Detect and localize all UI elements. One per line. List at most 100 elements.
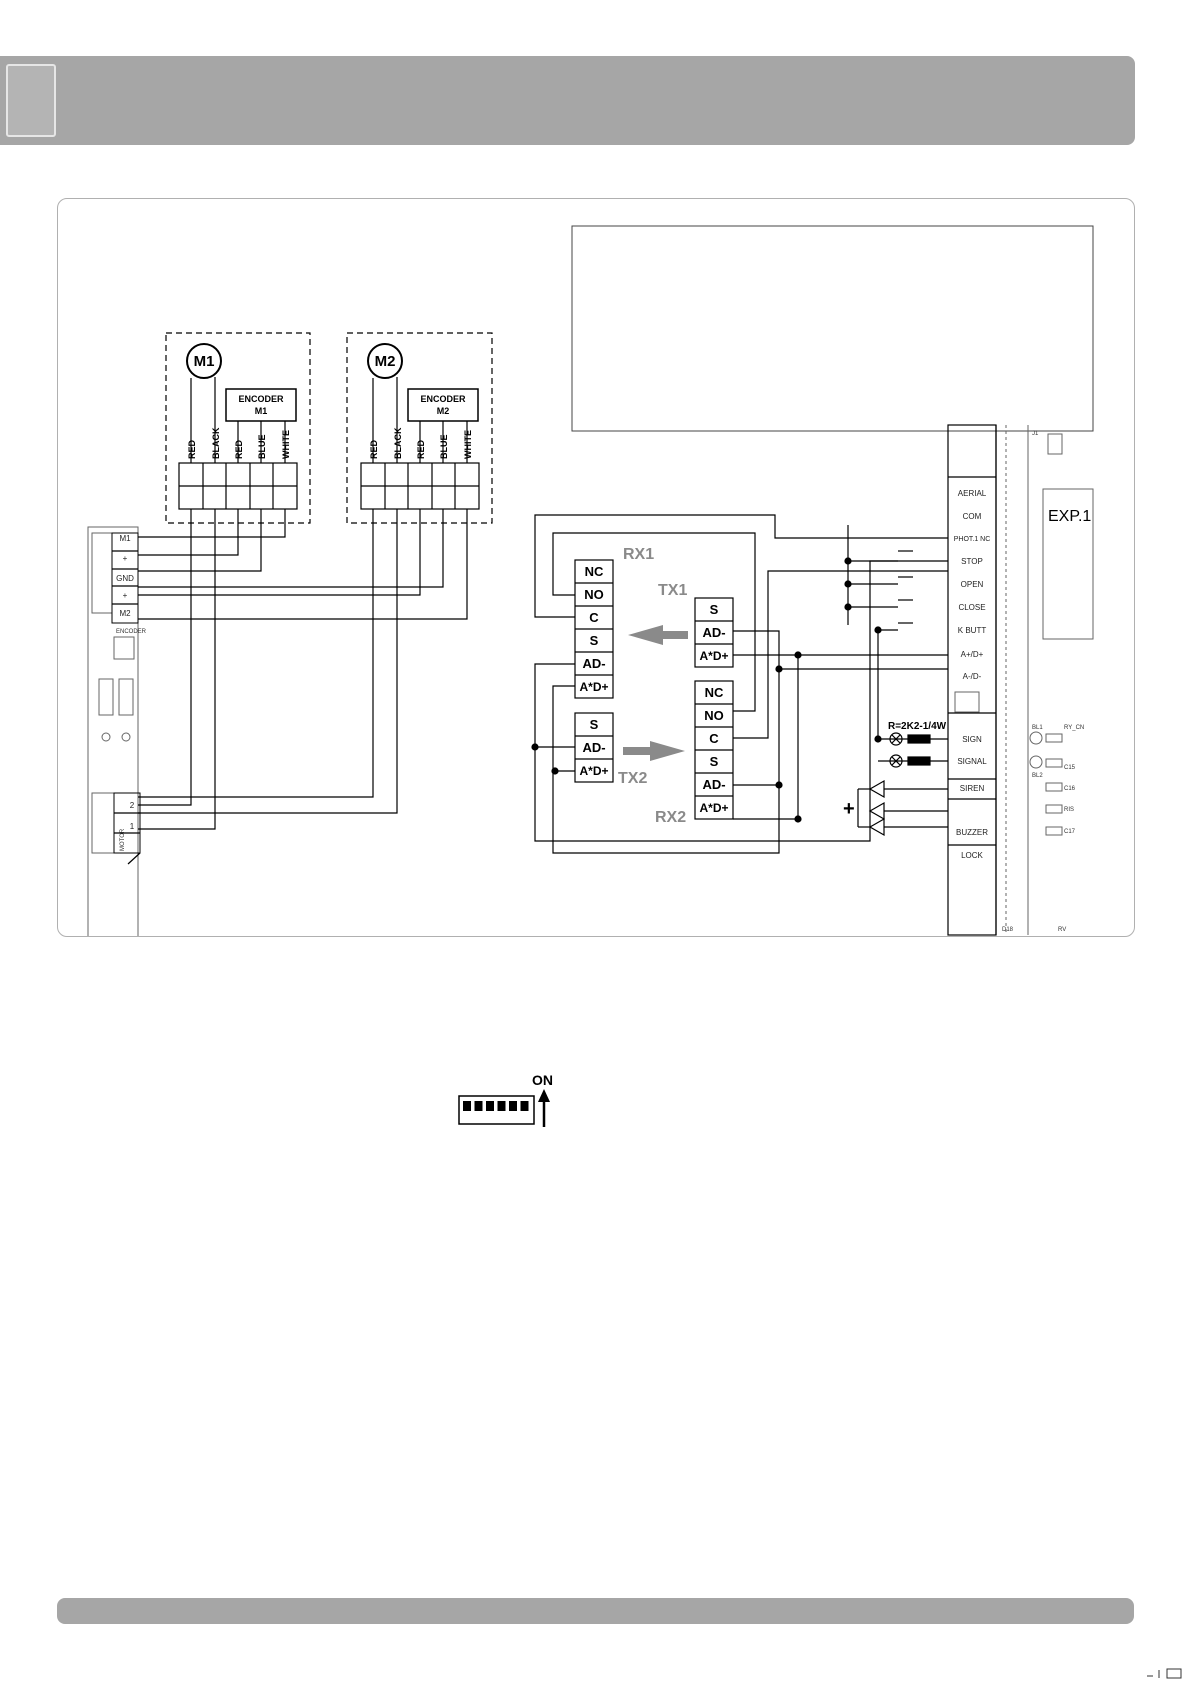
tx1-pin-ad-minus: AD- (702, 625, 725, 640)
tx1-block (694, 597, 734, 668)
dip-switch-lever (486, 1101, 494, 1111)
dip-switch-lever (520, 1101, 529, 1111)
m1-wire-red: RED (187, 439, 197, 459)
tx1-label: TX1 (658, 582, 687, 599)
dip-switch-lever (474, 1101, 483, 1111)
left-terminal-m2: M2 (119, 609, 131, 618)
beam-arrow-tx1 (628, 625, 688, 645)
left-board-strip (87, 526, 139, 936)
motor-m2-box (346, 332, 493, 524)
label-c17: C17 (1064, 829, 1076, 835)
encoder-m2-title: ENCODER (420, 394, 466, 404)
tx2-pin-s: S (590, 717, 599, 732)
rx2-pin-ad-minus: AD- (702, 777, 725, 792)
left-motor-pin-1: 1 (130, 822, 135, 831)
flashing-light-icon (954, 691, 980, 713)
footer-bar (57, 1598, 1134, 1624)
label-j1: J1 (1032, 431, 1039, 437)
terminal-k-butt: K BUTT (958, 626, 987, 635)
encoder-m1-title: ENCODER (238, 394, 284, 404)
terminal-signal: SIGNAL (957, 757, 987, 766)
dip-switch: ON (458, 1072, 553, 1127)
terminal-lock: LOCK (961, 851, 983, 860)
terminal-com: COM (963, 512, 982, 521)
rx1-label: RX1 (623, 546, 654, 563)
terminal-aerial: AERIAL (958, 489, 987, 498)
tx1-pin-ad-plus: A*D+ (699, 649, 728, 663)
m1-wire-red-encoder: RED (234, 439, 244, 459)
tx1-pin-s: S (710, 602, 719, 617)
arrow-up-icon (538, 1089, 550, 1102)
label-ry-cn: RY_CN (1064, 725, 1084, 731)
rx2-label: RX2 (655, 809, 686, 826)
terminal-a-plus-d-plus: A+/D+ (961, 650, 984, 659)
rx2-pin-no: NO (704, 708, 724, 723)
m2-wire-white: WHITE (463, 430, 473, 459)
motor-m2-symbol (367, 343, 403, 379)
label-bl1: BL1 (1032, 725, 1043, 731)
rx1-pin-ad-plus: A*D+ (579, 680, 608, 694)
page-corner-mark (1147, 1668, 1182, 1679)
rx2-pin-c: C (709, 731, 719, 746)
beam-arrow-tx2 (623, 741, 685, 761)
rx1-pin-nc: NC (585, 564, 604, 579)
dip-switch-lever (463, 1101, 471, 1111)
lamp-sign (889, 732, 903, 746)
left-terminal-plus-2: + (123, 591, 128, 600)
terminal-a-minus-d-minus: A-/D- (963, 672, 982, 681)
dip-switch-lever (509, 1101, 517, 1111)
rx2-pin-s: S (710, 754, 719, 769)
siren-icon (868, 779, 885, 799)
buzzer-icon (868, 801, 885, 821)
tx2-pin-ad-minus: AD- (582, 740, 605, 755)
label-c16: C16 (1064, 786, 1076, 792)
terminal-sign: SIGN (962, 735, 982, 744)
terminal-close: CLOSE (958, 603, 985, 612)
m2-wire-blue: BLUE (439, 435, 449, 460)
motor-m1-label: M1 (194, 353, 215, 370)
wiring-diagram-panel: M1 ENCODER M1 RED BLACK RED BLUE WHITE M… (57, 198, 1135, 937)
motor-m1-symbol (186, 343, 222, 379)
label-rv: RV (1058, 927, 1066, 933)
left-terminal-plus-1: + (123, 554, 128, 563)
label-d18: D18 (1002, 927, 1014, 933)
tx2-label: TX2 (618, 770, 647, 787)
terminal-open: OPEN (961, 580, 984, 589)
note-box (571, 225, 1094, 432)
rx2-pin-ad-plus: A*D+ (699, 801, 728, 815)
dip-switch-lever (497, 1101, 506, 1111)
terminal-siren: SIREN (960, 784, 985, 793)
left-terminal-m1: M1 (119, 534, 131, 543)
rx1-pin-ad-minus: AD- (582, 656, 605, 671)
m2-wire-black: BLACK (393, 427, 403, 459)
encoder-m2-subtitle: M2 (437, 406, 450, 416)
terminal-buzzer: BUZZER (956, 828, 988, 837)
resistor-label: R=2K2-1/4W (888, 721, 947, 732)
left-encoder-header: ENCODER (116, 629, 147, 635)
terminal-stop: STOP (961, 557, 983, 566)
left-motor-pin-2: 2 (130, 801, 135, 810)
rx1-pin-c: C (589, 610, 599, 625)
encoder-m1-subtitle: M1 (255, 406, 268, 416)
motor-m2-label: M2 (375, 353, 396, 370)
rx1-pin-s: S (590, 633, 599, 648)
plus-sign: + (843, 798, 855, 820)
label-ris: RIS (1064, 807, 1074, 813)
header-tab (6, 64, 56, 137)
m1-wire-white: WHITE (281, 430, 291, 459)
expansion-label: EXP.1 (1048, 508, 1091, 525)
label-c15: C15 (1064, 765, 1076, 771)
left-terminal-gnd: GND (116, 574, 134, 583)
lamp-signal (889, 754, 903, 768)
wiring-diagram: M1 ENCODER M1 RED BLACK RED BLUE WHITE M… (87, 225, 1094, 936)
rx2-pin-nc: NC (705, 685, 724, 700)
m2-wire-red-encoder: RED (416, 439, 426, 459)
m2-wire-red: RED (369, 439, 379, 459)
dip-switch-on-label: ON (532, 1072, 553, 1088)
tx2-pin-ad-plus: A*D+ (579, 764, 608, 778)
header-bar (0, 56, 1135, 145)
rx1-pin-no: NO (584, 587, 604, 602)
m1-wire-blue: BLUE (257, 435, 267, 460)
m1-wire-black: BLACK (211, 427, 221, 459)
left-motor-header: MOTOR (120, 828, 126, 851)
